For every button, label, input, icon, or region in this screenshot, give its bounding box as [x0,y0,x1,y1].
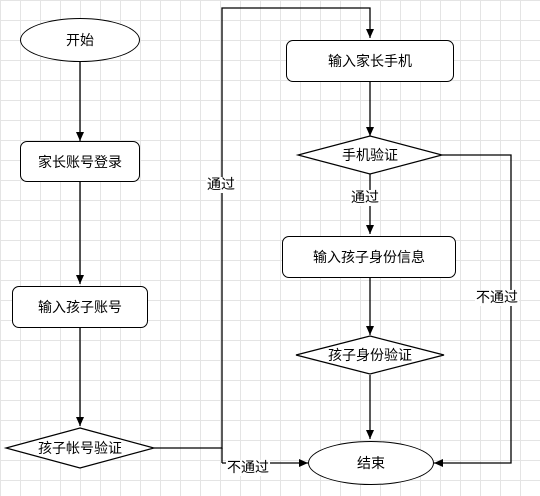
edge-label-pass-middle: 通过 [350,190,380,206]
node-child-id-verify: 孩子身份验证 [296,336,444,374]
node-input-parent-phone: 输入家长手机 [286,40,454,82]
node-input-child-id-label: 输入孩子身份信息 [313,250,425,266]
node-child-id-verify-label: 孩子身份验证 [328,348,412,364]
edge-phone-verify-fail [434,154,512,467]
edge-label-fail-bottom: 不通过 [226,460,270,476]
node-end-label: 结束 [357,456,385,472]
node-input-child-id: 输入孩子身份信息 [282,236,456,278]
node-start-label: 开始 [66,33,94,49]
edge-child-verify-pass [154,7,374,449]
edge-label-pass-left: 通过 [206,177,236,193]
node-input-child-account: 输入孩子账号 [12,286,148,328]
diamond-child-id-verify-shape [295,335,445,375]
node-input-child-account-label: 输入孩子账号 [38,300,122,316]
node-start: 开始 [20,18,140,62]
diamond-child-account-verify-shape [3,427,157,469]
node-phone-verify-label: 手机验证 [342,148,398,164]
node-input-parent-phone-label: 输入家长手机 [328,54,412,70]
edge-label-fail-right: 不通过 [475,290,519,306]
node-child-account-verify-label: 孩子帐号验证 [38,441,122,457]
node-child-account-verify: 孩子帐号验证 [6,428,154,468]
diamond-phone-verify-shape [295,135,445,175]
node-phone-verify: 手机验证 [298,136,442,174]
node-parent-login-label: 家长账号登录 [38,154,122,171]
node-end: 结束 [308,441,434,485]
node-parent-login: 家长账号登录 [20,141,140,182]
